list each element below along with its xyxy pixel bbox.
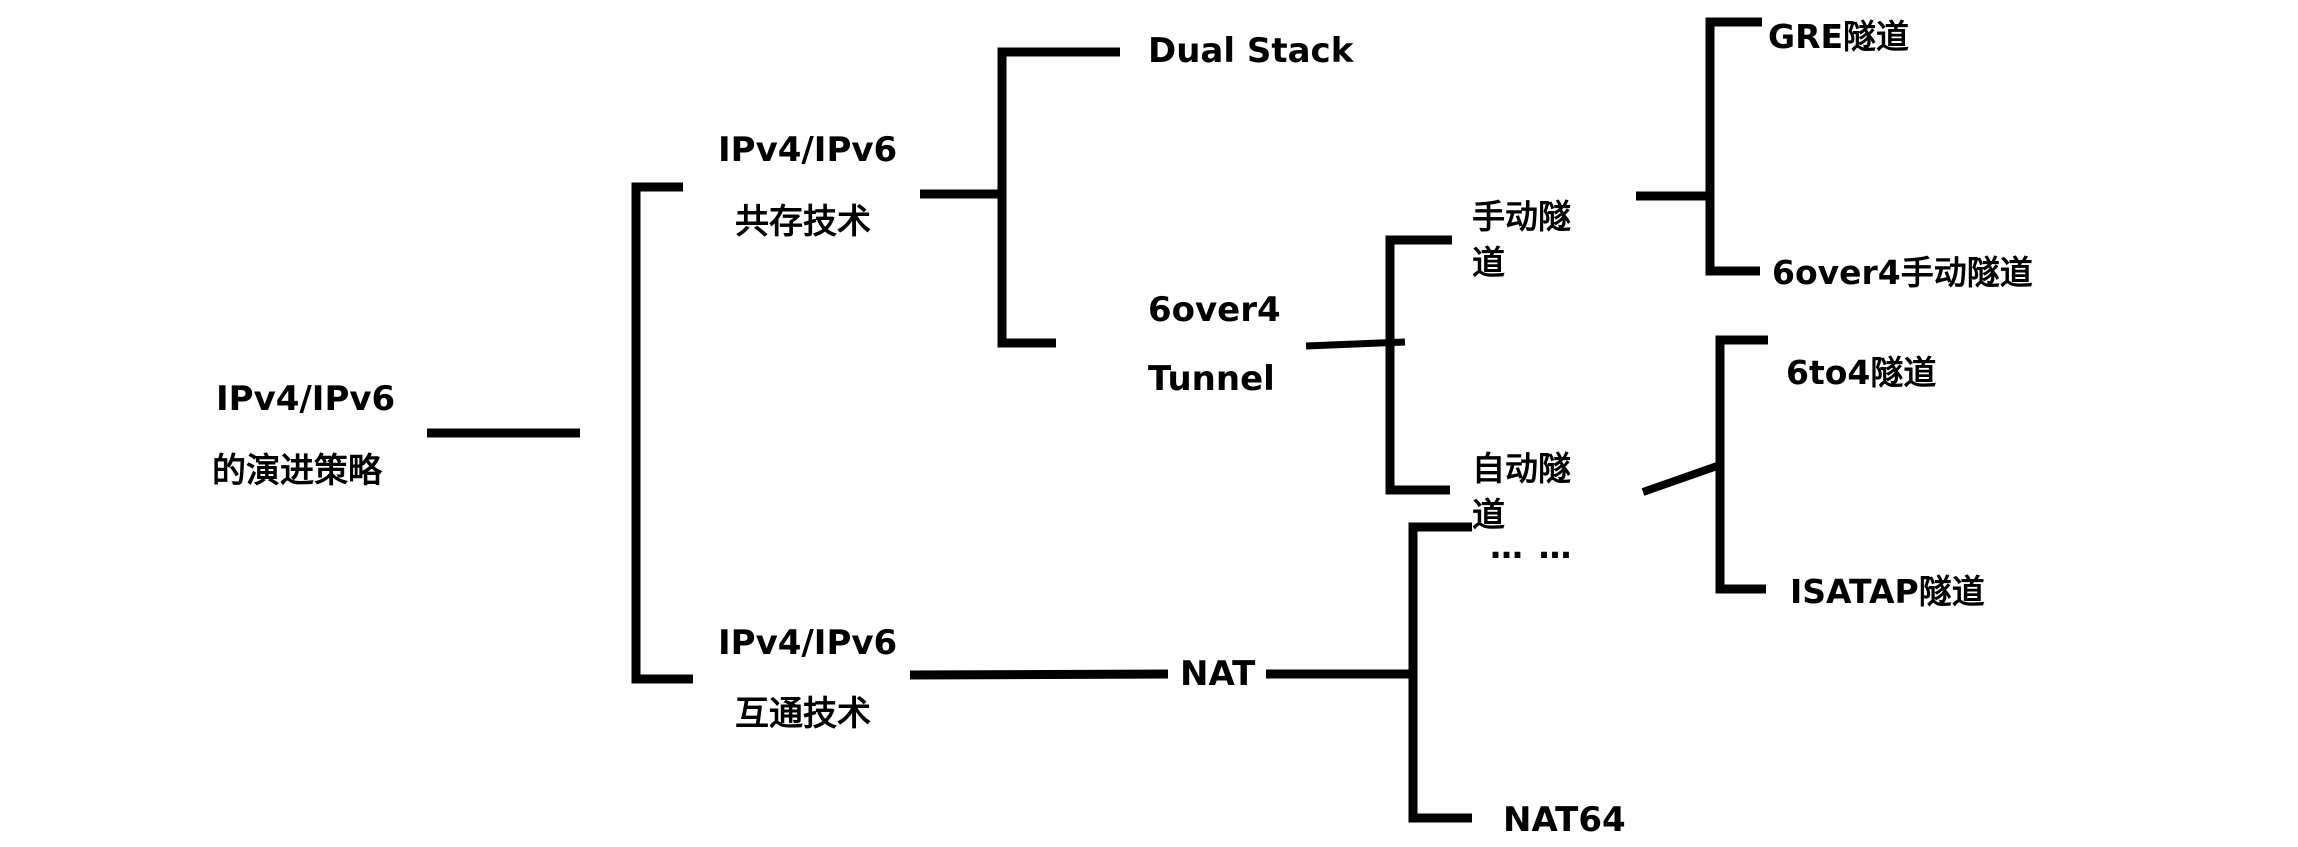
bracket-manual <box>1705 17 1762 276</box>
node-gre-tunnel: GRE隧道 <box>1768 17 1910 56</box>
node-nat: NAT <box>1180 654 1256 694</box>
edge-auto-stub <box>1641 461 1722 496</box>
node-isatap-tunnel: ISATAP隧道 <box>1790 572 1985 611</box>
node-ellipsis: … … <box>1490 527 1574 566</box>
bracket-root <box>631 182 693 684</box>
node-coexist-line1: IPv4/IPv6 <box>718 130 898 170</box>
node-auto-tunnel-line2: 道 <box>1472 495 1505 534</box>
node-auto-tunnel-line1: 自动隧 <box>1472 449 1571 488</box>
node-interop-line1: IPv4/IPv6 <box>718 623 898 663</box>
node-dual-stack: Dual Stack <box>1148 31 1354 71</box>
node-root-line1: IPv4/IPv6 <box>216 379 396 419</box>
node-interop-line2: 互通技术 <box>735 694 871 734</box>
node-tunnel-line2: Tunnel <box>1148 359 1275 399</box>
bracket-nat <box>1408 522 1472 823</box>
node-6to4-tunnel: 6to4隧道 <box>1786 353 1937 392</box>
node-tunnel-line1: 6over4 <box>1148 290 1281 330</box>
node-root-line2: 的演进策略 <box>212 451 382 491</box>
node-manual-tunnel-line2: 道 <box>1472 243 1505 282</box>
node-coexist-line2: 共存技术 <box>735 202 871 242</box>
edge-interop-nat <box>909 669 1169 680</box>
bracket-coexist <box>997 47 1120 348</box>
bracket-auto <box>1715 335 1768 594</box>
node-manual-tunnel-line1: 手动隧 <box>1472 197 1571 236</box>
bracket-tunnel <box>1385 235 1452 495</box>
node-nat64: NAT64 <box>1503 800 1626 840</box>
node-6over4-manual-tunnel: 6over4手动隧道 <box>1772 253 2033 292</box>
